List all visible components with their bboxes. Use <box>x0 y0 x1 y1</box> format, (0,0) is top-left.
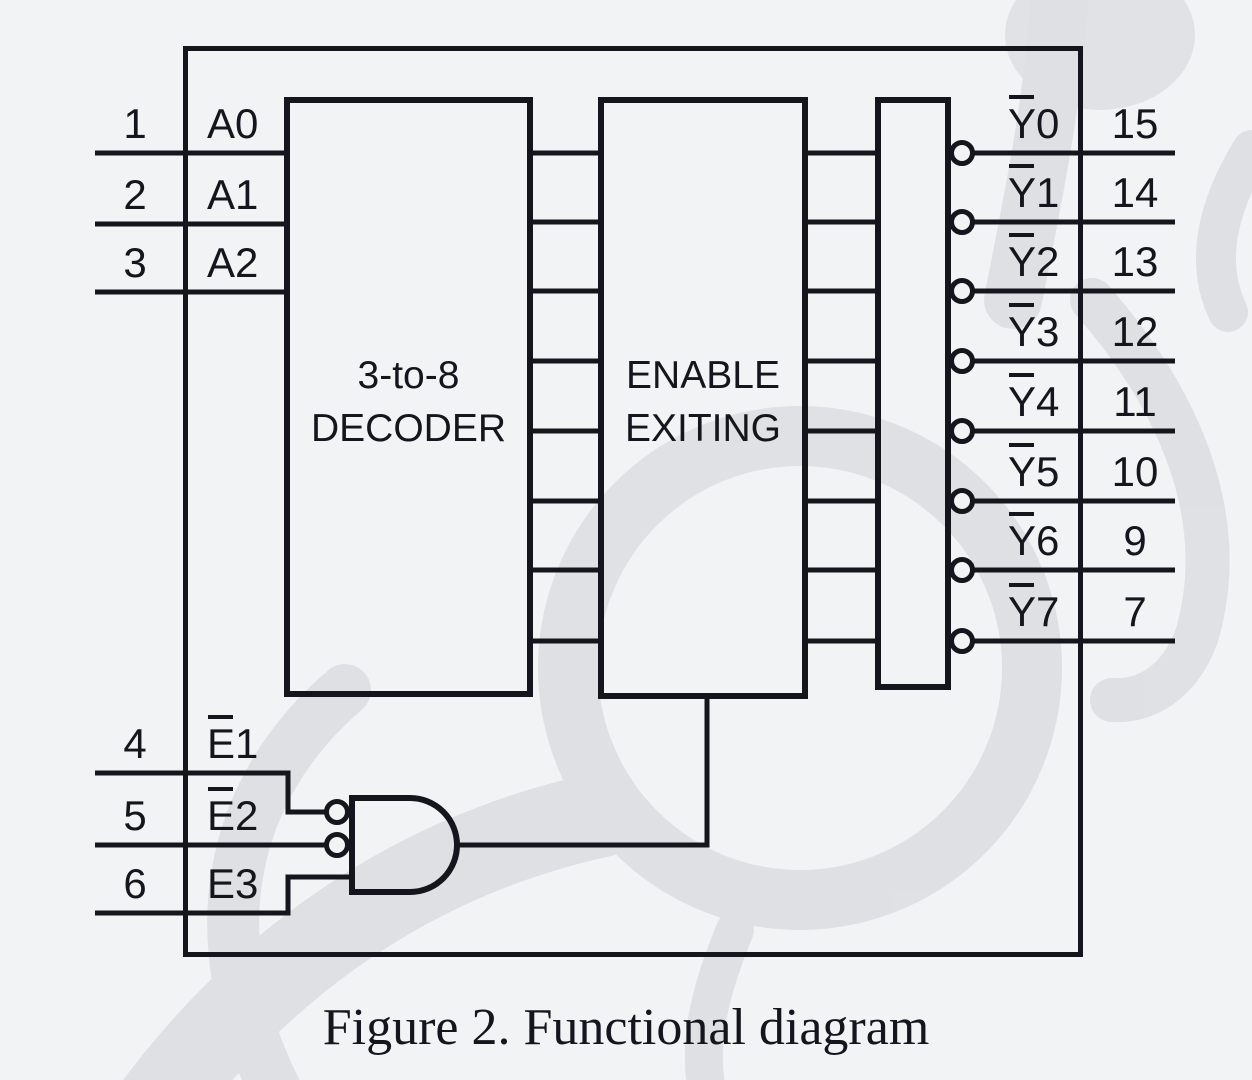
output-pin-11: 11 <box>1113 378 1157 425</box>
output-pin-12: 12 <box>1111 308 1159 355</box>
watermark-crescent-left <box>207 664 371 1080</box>
decoder-title-line2: DECODER <box>310 406 507 450</box>
wire-enable-e3 <box>95 874 352 916</box>
label-text: 2 <box>1036 238 1060 285</box>
label-text: A1 <box>207 171 259 218</box>
label-text: A0 <box>207 100 259 147</box>
label-text: 7 <box>1036 588 1060 635</box>
watermark-ribbon-right <box>1070 278 1230 723</box>
inversion-bubble-y0 <box>949 140 975 166</box>
enable-label-e3: E3 <box>207 863 258 905</box>
label-text: 1 <box>235 720 259 767</box>
inversion-bubble-y1 <box>949 209 975 235</box>
chip-boundary <box>183 46 1083 957</box>
output-label-y3: Y3 <box>1008 303 1060 355</box>
overline: Y <box>1008 443 1037 495</box>
enable-title-line1: ENABLE <box>626 354 780 397</box>
watermark-swoosh-top <box>984 0 1089 329</box>
output-label-y2: Y2 <box>1008 233 1060 285</box>
inversion-bubble-y6 <box>949 557 975 583</box>
overline: Y <box>1008 512 1037 564</box>
inversion-bubble-y7 <box>949 628 975 654</box>
decoder-block <box>284 97 533 697</box>
output-label-y6: Y6 <box>1008 512 1060 564</box>
inverter-bank-block <box>875 97 951 690</box>
enable-title-line2: EXITING <box>624 406 782 450</box>
enable-pin-5: 5 <box>123 792 147 839</box>
overline: Y <box>1008 303 1037 355</box>
wire-gate-output <box>455 697 710 848</box>
inversion-bubble-e1 <box>324 799 350 825</box>
label-text: 0 <box>1036 100 1060 147</box>
label-text: 4 <box>1036 378 1060 425</box>
output-pin-14: 14 <box>1111 169 1159 216</box>
watermark-squiggle-corner <box>1196 130 1252 332</box>
output-label-y5: Y5 <box>1008 443 1060 495</box>
label-text: E3 <box>207 860 259 907</box>
output-label-y0: Y0 <box>1008 95 1060 147</box>
overline: Y <box>1008 164 1037 216</box>
label-text: 5 <box>1036 448 1060 495</box>
inversion-bubble-e2 <box>324 832 350 858</box>
output-label-y7: Y7 <box>1008 583 1060 635</box>
decoder-title-line1: 3-to-8 <box>357 354 460 397</box>
label-text: 3 <box>1036 308 1060 355</box>
overline: Y <box>1008 373 1037 425</box>
output-pin-15: 15 <box>1111 100 1159 147</box>
figure-caption: Figure 2. Functional diagram <box>322 999 930 1056</box>
overline: Y <box>1008 583 1037 635</box>
inversion-bubble-y3 <box>949 348 975 374</box>
input-pin-2: 2 <box>123 171 147 218</box>
label-text: A2 <box>207 239 259 286</box>
input-label-a2: A2 <box>207 242 258 284</box>
overline: Y <box>1008 95 1037 147</box>
input-label-a0: A0 <box>207 103 258 145</box>
enable-label-e1: E1 <box>207 715 259 767</box>
and-gate <box>349 795 460 895</box>
label-text: 2 <box>235 792 259 839</box>
enable-pin-4: 4 <box>123 720 147 767</box>
output-pin-13: 13 <box>1111 238 1159 285</box>
enable-block <box>598 97 808 699</box>
output-label-y1: Y1 <box>1008 164 1060 216</box>
enable-pin-6: 6 <box>123 860 147 907</box>
label-text: 1 <box>1036 169 1060 216</box>
output-pin-10: 10 <box>1111 448 1159 495</box>
overline: E <box>207 787 236 839</box>
wire-enable-e1 <box>95 770 326 815</box>
input-pin-1: 1 <box>123 100 147 147</box>
input-pin-3: 3 <box>123 239 147 286</box>
enable-block-title: ENABLE EXITING <box>598 350 808 455</box>
watermark-ring <box>538 406 1062 930</box>
overline: Y <box>1008 233 1037 285</box>
watermark-band-diagonal <box>123 772 643 1080</box>
output-pin-7: 7 <box>1123 588 1147 635</box>
output-pin-9: 9 <box>1123 517 1147 564</box>
label-text: 6 <box>1036 517 1060 564</box>
inversion-bubble-y2 <box>949 278 975 304</box>
input-label-a1: A1 <box>207 174 258 216</box>
overline: E <box>207 715 236 767</box>
inversion-bubble-y5 <box>949 488 975 514</box>
decoder-block-title: 3-to-8 DECODER <box>284 350 533 455</box>
enable-label-e2: E2 <box>207 787 259 839</box>
output-label-y4: Y4 <box>1008 373 1060 425</box>
inversion-bubble-y4 <box>949 418 975 444</box>
